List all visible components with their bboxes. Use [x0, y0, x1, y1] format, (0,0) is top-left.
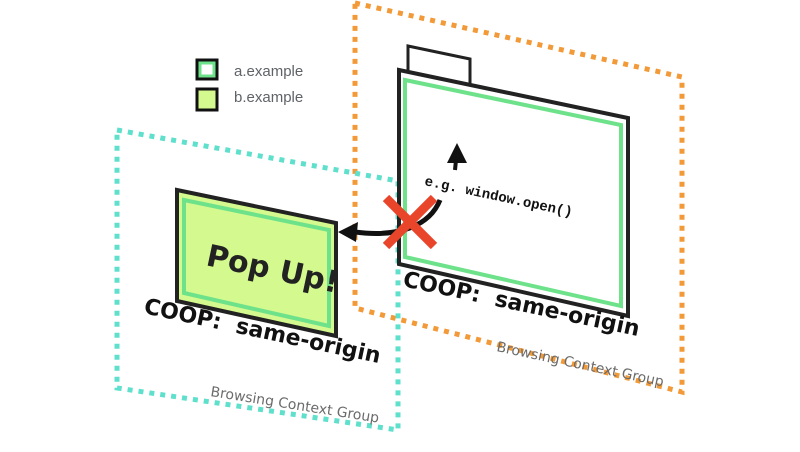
left-browsing-context-group-boundary	[114, 127, 401, 433]
left-group-label: Browsing Context Group	[209, 384, 380, 426]
right-browsing-context-group-boundary	[352, 0, 685, 396]
right-group-label: Browsing Context Group	[495, 339, 665, 390]
blocked-x-icon	[382, 194, 438, 250]
eg-label: e.g.	[423, 174, 459, 197]
arrowhead-up-icon	[447, 143, 467, 163]
legend-swatch-a	[195, 58, 219, 81]
legend-label-a: a.example	[234, 63, 303, 80]
arrowhead-left-icon	[338, 222, 358, 242]
legend-swatch-b	[195, 87, 219, 112]
opener-window	[397, 67, 630, 319]
legend-label-b: b.example	[234, 89, 303, 106]
